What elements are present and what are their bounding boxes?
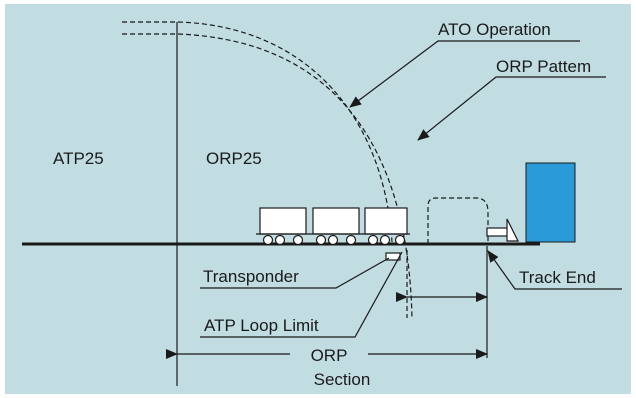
train-car [256, 207, 310, 246]
orp-pattern-curve [122, 33, 413, 319]
wheel-icon [274, 234, 286, 246]
train [256, 207, 410, 246]
track-end-label: Track End [519, 268, 596, 287]
section-label: Section [314, 370, 371, 389]
wheel-icon [315, 234, 327, 246]
wheel-icon [292, 234, 304, 246]
wheel-icon [367, 234, 379, 246]
orp25-label: ORP25 [206, 149, 262, 168]
ato-operation-leader [349, 40, 580, 108]
atp25-label: ATP25 [53, 149, 104, 168]
ato-operation-curve [122, 21, 393, 243]
transponder-leader [200, 257, 390, 289]
orp-pattern-leader [417, 76, 606, 141]
orp-pattern-label: ORP Pattem [496, 57, 591, 76]
ato-operation-label: ATO Operation [438, 20, 551, 39]
wheel-icon [262, 234, 274, 246]
wheel-icon [327, 234, 339, 246]
transponder-label: Transponder [203, 267, 299, 286]
atp-loop-limit-leader [200, 251, 403, 338]
orp-label: ORP [311, 346, 348, 365]
station-building [525, 162, 576, 243]
orp-step-curve [427, 197, 489, 244]
atp-loop-limit-label: ATP Loop Limit [204, 316, 319, 335]
train-car [362, 207, 410, 246]
track-end-leader [487, 250, 622, 290]
wheel-icon [379, 234, 391, 246]
wheel-icon [345, 234, 357, 246]
buffer-stop [486, 218, 519, 242]
wheel-icon [394, 234, 406, 246]
train-car [309, 207, 363, 246]
